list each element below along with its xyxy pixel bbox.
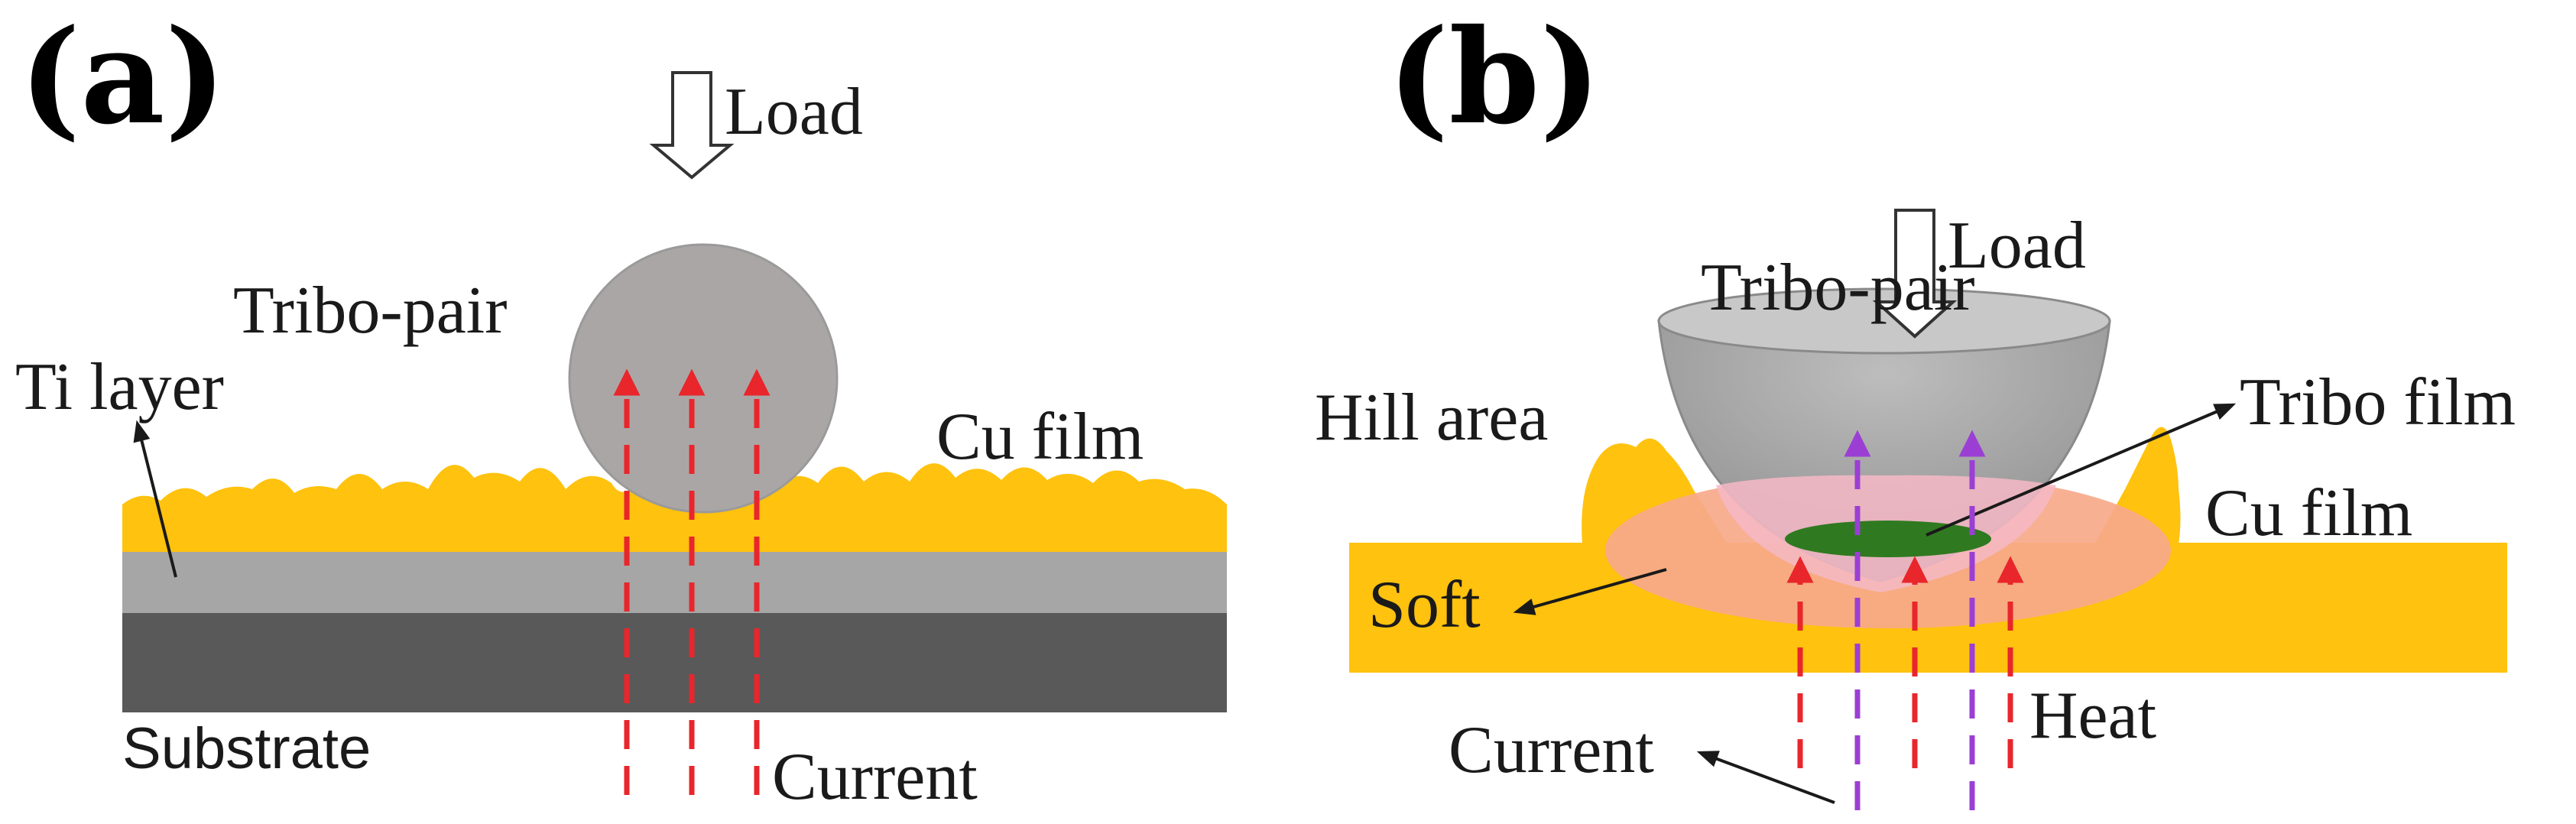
tribo-pair-label-b: Tribo-pair: [1701, 251, 1975, 325]
tribo-pair-bowl-rim: [1657, 287, 2111, 355]
panel-b: (b) Load Tribo-pair Hill area Tribo film…: [1315, 1, 2516, 810]
soft-label: Soft: [1368, 568, 1481, 642]
load-arrow-a: [649, 71, 735, 180]
heat-label: Heat: [2029, 679, 2156, 753]
panel-a: (a) Load Tribo-pair Ti layer Cu film Sub…: [15, 1, 1227, 814]
current-arrows-a: [613, 368, 771, 795]
current-label-a: Current: [772, 740, 978, 814]
load-label-b: Load: [1948, 209, 2086, 283]
tribo-film: [1785, 521, 1991, 557]
panel-b-label: (b): [1387, 1, 1601, 154]
panel-a-label: (a): [19, 1, 226, 154]
tribo-pair-label-a: Tribo-pair: [233, 274, 508, 348]
tribo-film-pointer: [1926, 403, 2237, 537]
hill-area-label: Hill area: [1315, 381, 1548, 455]
tribo-pair-ball: [568, 243, 839, 514]
ti-layer-label: Ti layer: [15, 350, 224, 424]
ti-layer: [122, 552, 1227, 613]
current-pointer-b: [1696, 751, 1835, 804]
ti-layer-pointer: [133, 420, 177, 578]
soft-pointer: [1513, 568, 1667, 615]
tribo-film-label: Tribo film: [2240, 365, 2516, 440]
load-arrow-b: [1872, 209, 1958, 339]
current-label-b: Current: [1449, 713, 1654, 787]
cu-film-label-b: Cu film: [2205, 476, 2412, 550]
substrate-layer: [122, 612, 1227, 712]
load-label-a: Load: [725, 75, 863, 149]
cu-film-label-a: Cu film: [936, 400, 1144, 474]
substrate-label: Substrate: [122, 716, 371, 781]
heat-arrows: [1844, 430, 1986, 810]
current-arrows-b: [1786, 556, 2024, 768]
